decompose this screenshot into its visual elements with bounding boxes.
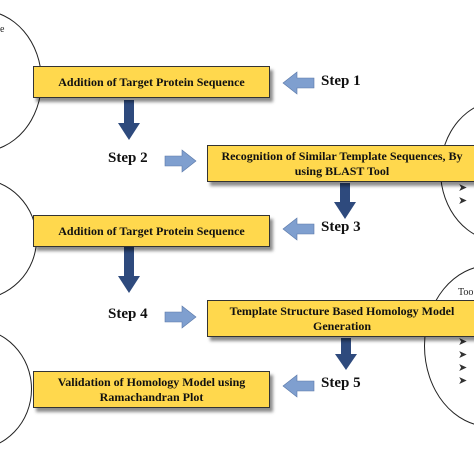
bullet-icon: ➤ (458, 181, 468, 194)
step-label-3: Step 3 (321, 219, 361, 235)
bullet-icon: ➤ (458, 374, 468, 387)
right-arrow-step4 (164, 305, 197, 329)
down-arrow-2 (334, 183, 356, 219)
right-lower-bullets: ➤ ➤ ➤ ➤ (458, 335, 467, 387)
step-label-2: Step 2 (108, 150, 148, 166)
left-circle-partial-text: e (0, 24, 5, 35)
box-template-model-generation: Template Structure Based Homology Model … (207, 300, 474, 337)
down-arrow-1 (118, 100, 140, 140)
bullet-icon: ➤ (458, 335, 468, 348)
right-arrow-step2 (164, 149, 197, 173)
right-circle-partial-text: Too (458, 287, 474, 298)
box-validation-ramachandran: Validation of Homology Model using Ramac… (33, 371, 270, 408)
box-add-target-sequence-1: Addition of Target Protein Sequence (33, 66, 270, 98)
left-arrow-step3 (282, 217, 315, 241)
step-label-5: Step 5 (321, 375, 361, 391)
box-add-target-sequence-2: Addition of Target Protein Sequence (33, 215, 270, 247)
left-arrow-step1 (282, 71, 315, 95)
down-arrow-4 (335, 338, 357, 370)
bullet-icon: ➤ (458, 348, 468, 361)
bullet-icon: ➤ (458, 361, 468, 374)
bullet-icon: ➤ (458, 194, 468, 207)
down-arrow-3 (118, 246, 140, 293)
box-recognition-template: Recognition of Similar Template Sequence… (207, 145, 474, 182)
step-label-1: Step 1 (321, 73, 361, 89)
left-arrow-step5 (282, 374, 315, 398)
step-label-4: Step 4 (108, 306, 148, 322)
